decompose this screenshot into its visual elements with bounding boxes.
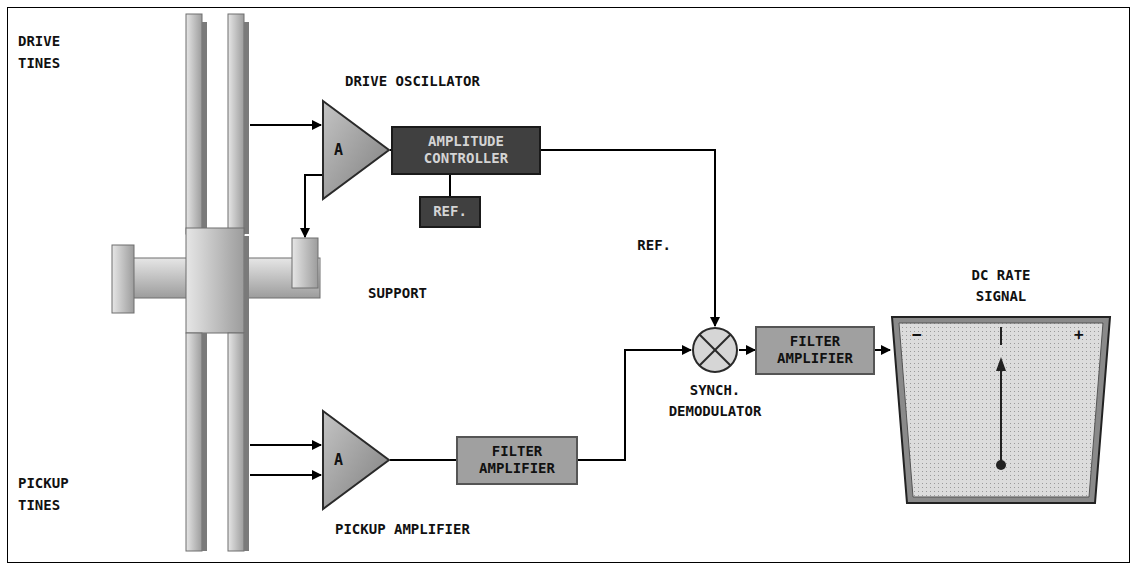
part-label: DRIVE OSCILLATOR: [345, 70, 480, 92]
meter-needle: [1000, 365, 1002, 465]
needle-head: [996, 357, 1006, 371]
signal-connector: [875, 349, 890, 351]
needle-pivot: [996, 460, 1006, 470]
meter-scale-sign: +: [1074, 325, 1084, 345]
meter-housing: [892, 317, 1110, 503]
drive-sense-wire: [250, 124, 321, 126]
tine-shadow: [202, 22, 207, 234]
demodulator-label: SYNCH. DEMODULATOR: [660, 380, 770, 422]
amplifier-outline: [322, 100, 390, 200]
part-label: PICKUP AMPLIFIER: [335, 518, 470, 540]
box-text: REF.: [425, 203, 475, 221]
box-text: FILTER AMPLIFIER: [462, 443, 572, 478]
signal-connector: [541, 150, 715, 326]
part-label: DRIVE TINES: [18, 30, 88, 75]
synchronous-demodulator: SYNCH. DEMODULATOR: [660, 326, 770, 422]
crossbar-flange: [292, 238, 318, 288]
hub-shadow: [244, 236, 249, 333]
meter-title: DC RATE SIGNAL: [956, 265, 1046, 307]
drive-feedback-wire: [305, 175, 322, 237]
meter-dial: [899, 323, 1103, 497]
tine-shadow: [202, 333, 207, 551]
rate-meter: DC RATE SIGNAL − +: [890, 265, 1112, 505]
signal-connector: [390, 459, 456, 461]
amplifier-label: A: [334, 451, 343, 470]
sensor-wires: [250, 125, 322, 475]
signal-connector: [739, 349, 755, 351]
filter-box: FILTER AMPLIFIER: [755, 326, 875, 375]
tine-shadow: [244, 22, 249, 234]
multiplier-circle: [691, 326, 739, 374]
amplifier-label: A: [334, 141, 343, 160]
crossbar-flange: [112, 245, 134, 313]
signal-connector: [449, 175, 451, 197]
meter-scale-sign: −: [912, 325, 922, 345]
amplifier-triangle: A: [322, 410, 390, 510]
multiplier-cross: [700, 335, 731, 366]
meter-zero-tick: [1000, 327, 1002, 345]
part-label: PICKUP TINES: [18, 472, 98, 517]
edge-label: REF.: [635, 234, 673, 256]
tine-shadow: [244, 333, 249, 551]
filter-box: FILTER AMPLIFIER: [456, 436, 578, 485]
amplifier-triangle: A: [322, 100, 390, 200]
tuning-fork: [112, 14, 320, 551]
amplifier-outline: [322, 410, 390, 510]
multiplier-ring: [693, 328, 737, 372]
part-label: SUPPORT: [368, 282, 427, 304]
pickup-tine: [186, 333, 202, 551]
box-text: AMPLITUDE CONTROLLER: [397, 133, 535, 168]
pickup-wire: [250, 444, 321, 446]
drive-tine: [228, 14, 244, 234]
amplifier-shape: [323, 411, 389, 509]
fork-hub: [186, 228, 244, 333]
controller-box: REF.: [419, 196, 481, 228]
drive-tine: [186, 14, 202, 234]
pickup-wire: [250, 474, 321, 476]
frame-border: [8, 8, 1130, 563]
amplifier-shape: [323, 101, 389, 199]
box-text: FILTER AMPLIFIER: [761, 333, 869, 368]
multiplier-cross: [700, 335, 731, 366]
pickup-tine: [228, 333, 244, 551]
controller-box: AMPLITUDE CONTROLLER: [391, 126, 541, 175]
